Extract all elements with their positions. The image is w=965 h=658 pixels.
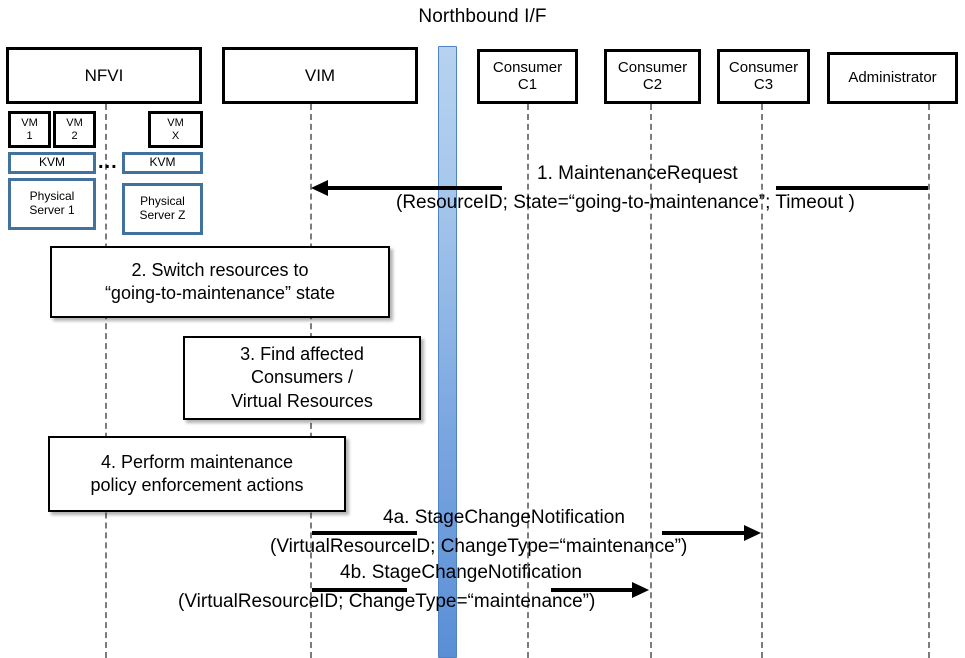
hypervisor-label: KVM — [149, 155, 176, 170]
message-4b-line-left — [312, 588, 407, 592]
server-label-line1: Physical — [29, 189, 75, 204]
vm-label-line2: 1 — [26, 129, 33, 142]
vm-label-line2: 2 — [71, 129, 78, 142]
lifeline-c1 — [527, 104, 529, 658]
hypervisor-kvm-2[interactable]: KVM — [122, 152, 203, 174]
vm-label-line1: VM — [21, 117, 38, 130]
step-box-3[interactable]: 3. Find affected Consumers / Virtual Res… — [183, 336, 421, 420]
hypervisor-kvm-1[interactable]: KVM — [8, 152, 96, 174]
step-text-line2: Consumers / — [250, 367, 354, 388]
message-1-label-line1: 1. MaintenanceRequest — [537, 163, 738, 184]
participant-consumer-c2[interactable]: Consumer C2 — [604, 49, 701, 104]
diagram-title: Northbound I/F — [418, 6, 547, 27]
message-4b-line-right — [551, 588, 633, 592]
lifeline-administrator — [928, 104, 930, 658]
participant-administrator[interactable]: Administrator — [827, 52, 958, 104]
ellipsis-icon: ... — [98, 151, 118, 173]
hypervisor-label: KVM — [38, 155, 65, 170]
message-1-arrowhead — [311, 180, 328, 196]
message-4a-line-right — [662, 531, 745, 535]
lifeline-c3 — [761, 104, 763, 658]
step-text-line2: policy enforcement actions — [90, 475, 304, 495]
step-text-line3: Virtual Resources — [231, 390, 373, 411]
participant-label-line1: Consumer — [728, 58, 799, 76]
message-4b-arrowhead — [632, 582, 649, 598]
message-4a-label-line1: 4a. StageChangeNotification — [383, 507, 625, 528]
participant-consumer-c3[interactable]: Consumer C3 — [717, 49, 810, 104]
participant-label-line2: C3 — [753, 75, 774, 93]
server-label-line2: Server Z — [139, 208, 186, 222]
participant-label-line1: Consumer — [492, 58, 563, 76]
message-1-line-right — [776, 186, 928, 190]
vm-box-x[interactable]: VM X — [148, 111, 203, 148]
participant-label: Administrator — [848, 68, 937, 86]
step-text-line1: 3. Find affected — [240, 344, 364, 365]
participant-label-line1: Consumer — [617, 58, 688, 76]
message-1-label-line2: (ResourceID; State=“going-to-maintenance… — [396, 192, 855, 213]
message-1-line-left — [328, 186, 502, 190]
step-box-2[interactable]: 2. Switch resources to “going-to-mainten… — [50, 246, 390, 318]
vm-box-1[interactable]: VM 1 — [8, 111, 51, 148]
message-4b-label-line2: (VirtualResourceID; ChangeType=“maintena… — [178, 591, 596, 612]
participant-label-line2: C1 — [517, 75, 538, 93]
message-4a-arrowhead — [744, 525, 761, 541]
vm-label-line1: VM — [66, 117, 83, 130]
participant-label-line2: C2 — [642, 75, 663, 93]
lifeline-c2 — [650, 104, 652, 658]
server-label-line2: Server 1 — [29, 203, 75, 217]
server-label-line1: Physical — [140, 194, 185, 209]
participant-nfvi[interactable]: NFVI — [6, 47, 202, 104]
message-4a-line-left — [312, 531, 417, 535]
step-text-line2: “going-to-maintenance” state — [104, 283, 336, 303]
physical-server-1[interactable]: Physical Server 1 — [8, 178, 96, 230]
step-box-4[interactable]: 4. Perform maintenance policy enforcemen… — [48, 436, 346, 512]
vm-box-2[interactable]: VM 2 — [53, 111, 96, 148]
lifeline-nfvi — [105, 104, 107, 658]
message-4b-label-line1: 4b. StageChangeNotification — [340, 562, 582, 583]
step-text-line1: 2. Switch resources to — [131, 259, 309, 280]
physical-server-z[interactable]: Physical Server Z — [122, 183, 203, 235]
vm-label-line1: VM — [167, 117, 184, 130]
participant-consumer-c1[interactable]: Consumer C1 — [477, 49, 578, 104]
participant-label: NFVI — [84, 65, 124, 85]
participant-label: VIM — [304, 65, 336, 85]
step-text-line1: 4. Perform maintenance — [100, 451, 294, 472]
vm-label-line2: X — [171, 129, 180, 142]
message-4a-label-line2: (VirtualResourceID; ChangeType=“maintena… — [270, 536, 688, 557]
participant-vim[interactable]: VIM — [222, 47, 418, 104]
